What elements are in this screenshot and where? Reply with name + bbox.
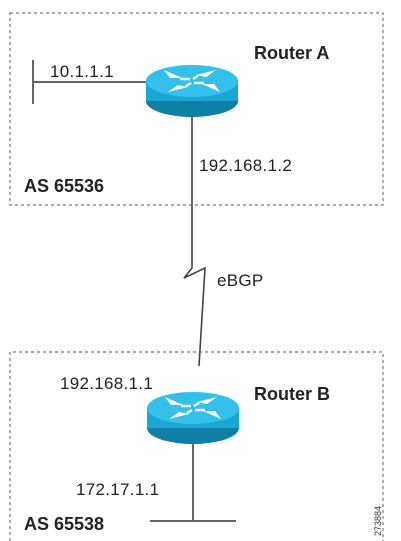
figure-id: 273884 (373, 505, 383, 536)
router-a-wan-ip: 192.168.1.2 (199, 156, 293, 175)
router-b-lan-ip: 172.17.1.1 (76, 480, 160, 499)
router-b-label: Router B (254, 384, 330, 404)
ebgp-label: eBGP (217, 271, 264, 290)
ebgp-serial-link (183, 116, 206, 367)
router-a-icon (146, 65, 238, 117)
router-a-label: Router A (254, 43, 330, 63)
as-65536-label: AS 65536 (24, 176, 105, 196)
router-b-icon (147, 392, 239, 444)
as-65536-boundary (9, 12, 384, 206)
router-b-wan-ip: 192.168.1.1 (60, 374, 154, 393)
router-a-lan-ip: 10.1.1.1 (50, 62, 114, 81)
as-65538-label: AS 65538 (24, 514, 105, 534)
as-65538-boundary (9, 351, 384, 541)
